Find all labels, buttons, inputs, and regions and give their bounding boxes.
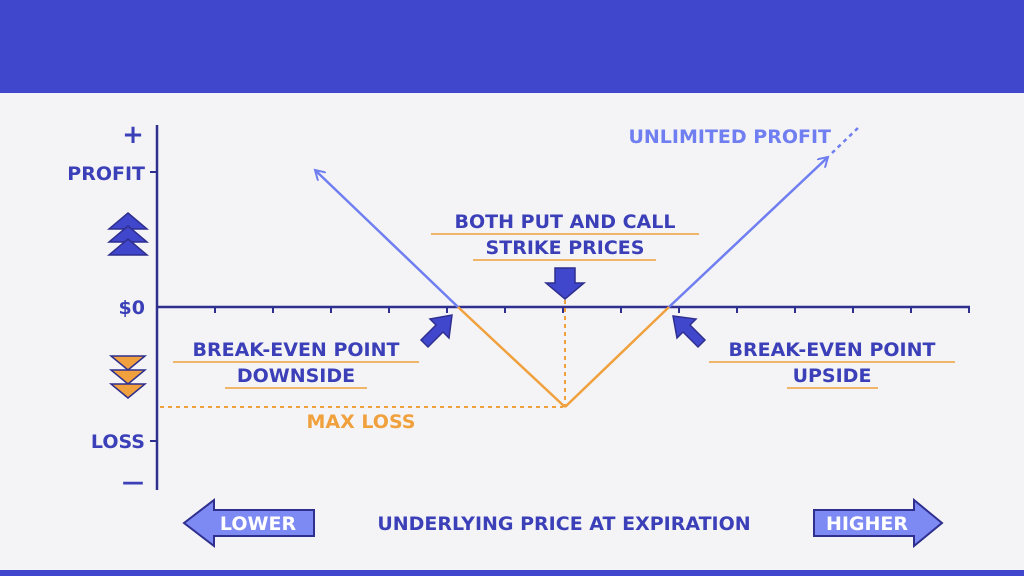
diagonal-arrow-icon-upside xyxy=(672,315,707,349)
strike-label-line1: BOTH PUT AND CALL xyxy=(455,211,676,233)
breakeven-upside-line1: BREAK-EVEN POINT xyxy=(729,339,936,361)
right-arrow-icon xyxy=(813,497,944,549)
y-axis-ticks xyxy=(150,171,157,442)
y-axis-minus-label: — xyxy=(122,470,144,495)
strike-label-line2: STRIKE PRICES xyxy=(486,237,645,259)
breakeven-downside-line1: BREAK-EVEN POINT xyxy=(193,339,400,361)
y-axis-profit-label: PROFIT xyxy=(67,163,145,185)
footer-bar xyxy=(0,570,1024,576)
x-axis-ticks xyxy=(214,307,970,313)
left-arrow-icon xyxy=(182,497,315,549)
max-loss-label: MAX LOSS xyxy=(307,411,416,433)
payoff-line-profit-extension xyxy=(831,125,861,154)
down-arrow-icon xyxy=(543,267,587,300)
triple-up-triangles-icon xyxy=(106,212,150,256)
x-axis-higher-label: HIGHER xyxy=(826,513,908,535)
x-axis-title: UNDERLYING PRICE AT EXPIRATION xyxy=(377,513,750,535)
y-axis-plus-label: + xyxy=(122,120,144,150)
y-axis-loss-label: LOSS xyxy=(91,431,145,453)
diagonal-arrow-icon-downside xyxy=(419,314,453,349)
payoff-line-loss-left xyxy=(457,306,566,408)
breakeven-downside-line2: DOWNSIDE xyxy=(237,365,355,387)
triple-down-triangles-icon xyxy=(108,355,148,399)
y-axis-zero-label: $0 xyxy=(119,297,145,319)
payoff-line-profit-left xyxy=(315,170,459,308)
unlimited-profit-label: UNLIMITED PROFIT xyxy=(628,126,831,148)
payoff-line-profit-right xyxy=(668,157,828,308)
header-banner xyxy=(0,0,1024,93)
x-axis-lower-label: LOWER xyxy=(220,513,297,535)
breakeven-upside-line2: UPSIDE xyxy=(793,365,872,387)
payoff-line-loss-right xyxy=(564,306,670,408)
